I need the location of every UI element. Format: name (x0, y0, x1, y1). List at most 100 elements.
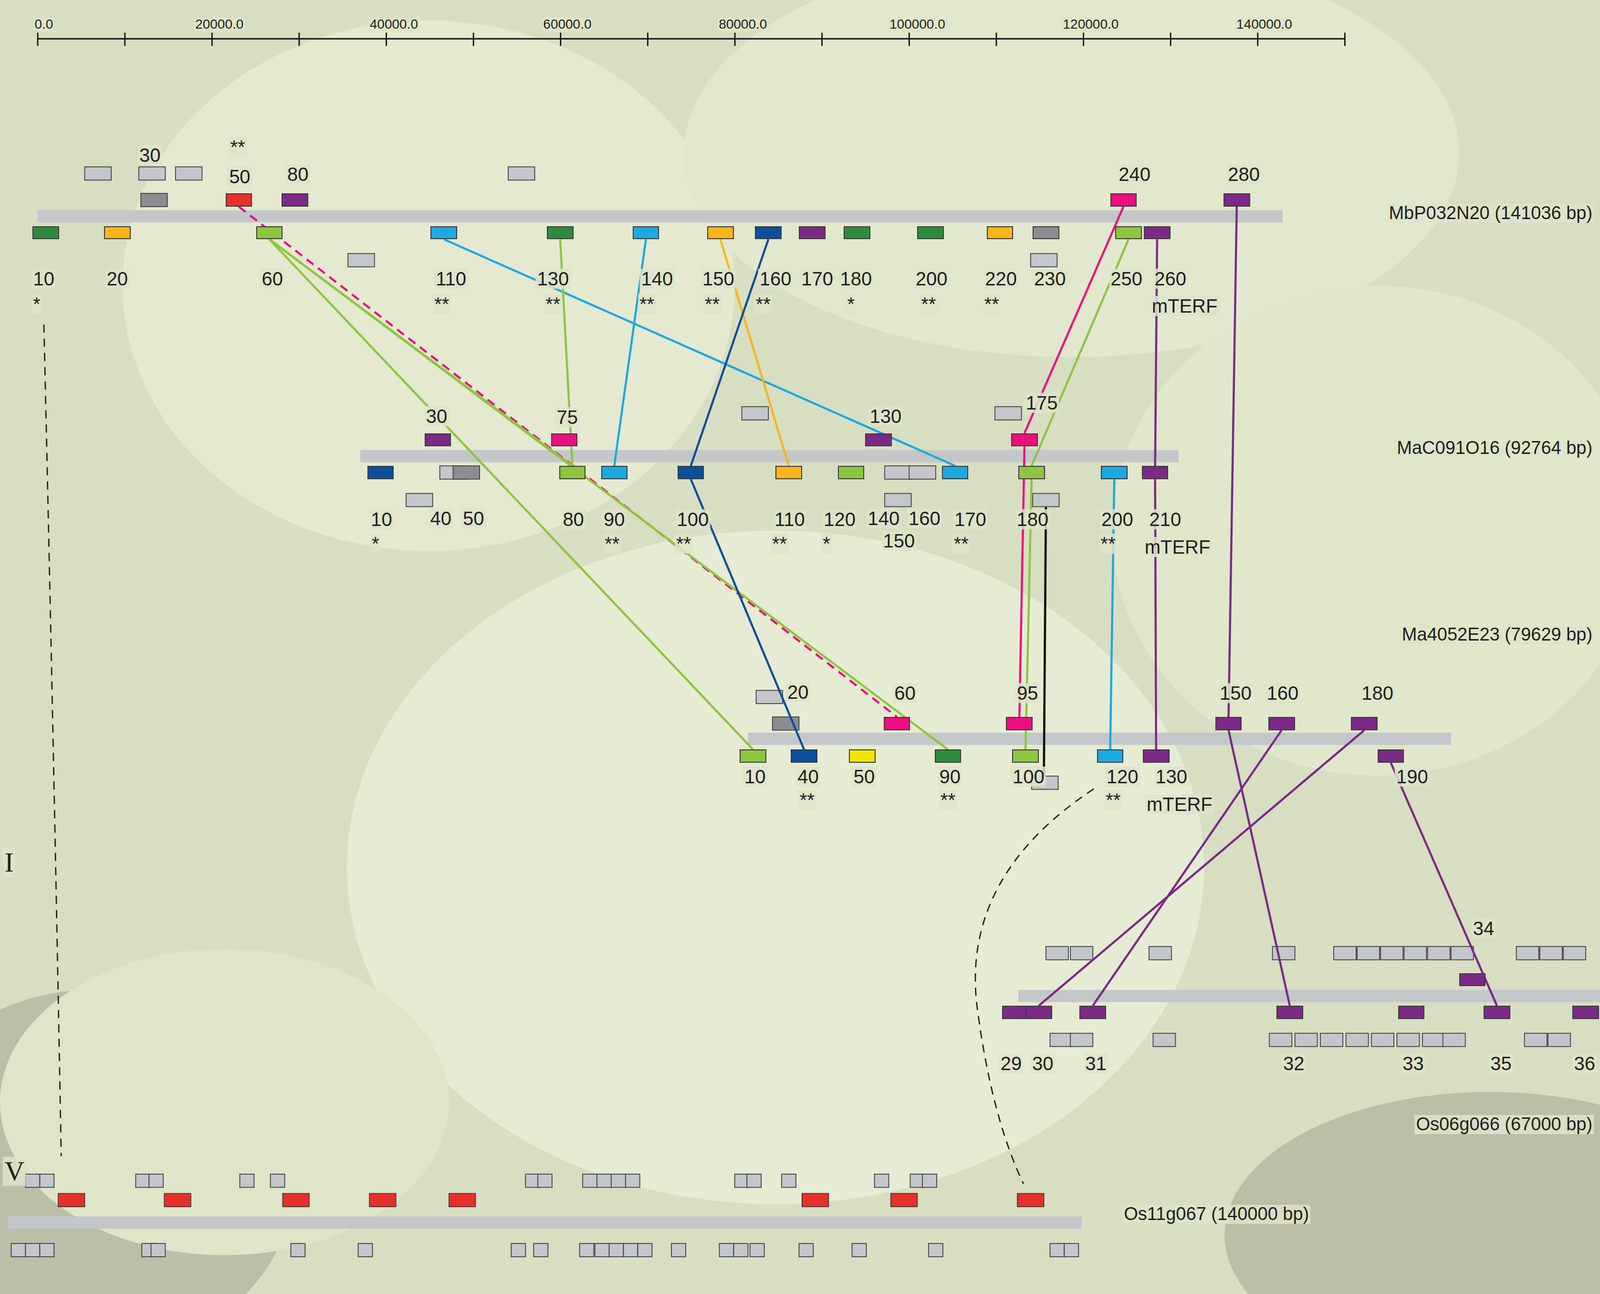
gene-number: 200 (914, 268, 950, 289)
gene-box (369, 1192, 397, 1207)
gene-box: 10* (32, 226, 60, 240)
gene-note: ** (703, 293, 722, 314)
gene-note: ** (770, 533, 789, 554)
gene-number: 10 (31, 268, 57, 289)
gene-number: 140 (639, 268, 675, 289)
gene-box (11, 1243, 26, 1257)
gene-box: 200** (917, 226, 944, 240)
gene-number: 30 (424, 406, 450, 427)
gene-box: 100** (677, 465, 705, 480)
track-name: Os11g067 (140000 bp) (1122, 1204, 1311, 1224)
gene-box: 160** (754, 226, 782, 240)
gene-box: 60 (256, 226, 283, 240)
track-name: MaC091O16 (92764 bp) (1395, 438, 1594, 458)
gene-number: 33 (1401, 1053, 1426, 1074)
gene-box (1045, 946, 1069, 960)
gene-note: * (370, 533, 381, 554)
fruit-shape (0, 948, 450, 1255)
gene-box: 75 (551, 433, 578, 447)
gene-box (994, 406, 1022, 420)
gene-box (1371, 1033, 1394, 1047)
gene-number: 160 (758, 268, 794, 289)
gene-note: ** (1099, 533, 1118, 554)
gene-box: 80 (281, 193, 309, 207)
gene-box (1049, 1033, 1073, 1047)
gene-box (1396, 1033, 1420, 1047)
gene-box: 33 (1398, 1005, 1425, 1019)
gene-box (884, 493, 912, 507)
synteny-line (1390, 762, 1497, 1006)
gene-box: 170** (941, 465, 969, 480)
gene-box (58, 1192, 85, 1207)
gene-box (39, 1243, 54, 1257)
gene-box (1333, 946, 1357, 960)
scale-axis (37, 38, 1345, 40)
gene-box: 110** (775, 465, 803, 480)
gene-number: 110 (773, 509, 807, 530)
gene-box (742, 406, 769, 420)
gene-box (406, 493, 433, 507)
gene-note: ** (939, 789, 957, 810)
gene-box: 130** (546, 226, 574, 240)
tick (995, 32, 998, 46)
tick (298, 32, 301, 46)
gene-box: 30 (1025, 1005, 1053, 1019)
gene-number: 180 (1015, 509, 1051, 530)
gene-box: 220** (986, 226, 1014, 240)
gene-box (135, 1173, 150, 1188)
gene-boxes (11, 167, 1587, 1257)
gene-box (270, 1173, 285, 1188)
synteny-line (1092, 730, 1282, 1006)
gene-note: * (31, 293, 42, 314)
gene-number: 120 (822, 509, 858, 530)
gene-number: 90 (937, 766, 963, 787)
gene-number: 130 (1153, 766, 1189, 787)
gene-box: 130mTERF (1142, 749, 1170, 763)
track-name: MbP032N20 (141036 bp) (1387, 203, 1594, 223)
gene-box: 10* (367, 465, 395, 480)
track-bar (8, 1216, 1082, 1229)
gene-number: 130 (868, 406, 904, 427)
tick (1082, 32, 1085, 46)
gene-box: 31 (1079, 1005, 1107, 1019)
gene-box (909, 465, 936, 480)
scale-label: 120000.0 (1061, 17, 1121, 32)
gene-box (25, 1243, 40, 1257)
gene-note: ** (754, 293, 773, 314)
gene-number: 75 (555, 407, 580, 428)
gene-box (596, 1173, 612, 1188)
gene-note: ** (919, 293, 938, 314)
gene-number: 280 (1226, 164, 1262, 185)
gene-box (452, 465, 480, 480)
track-bar (360, 449, 1179, 463)
scale-label: 140000.0 (1234, 17, 1294, 32)
gene-box (637, 1243, 652, 1257)
gene-box (1070, 1033, 1093, 1047)
gene-box (347, 253, 375, 267)
gene-box (1380, 946, 1403, 960)
dashed-guide (975, 788, 1094, 1184)
dashed-guide (43, 324, 62, 1156)
tick (37, 32, 39, 46)
gene-number: 60 (260, 268, 285, 289)
gene-number: 35 (1488, 1053, 1514, 1074)
callout-number: 20 (785, 681, 811, 702)
gene-number: 80 (285, 164, 311, 185)
scale-ticks (37, 32, 1345, 46)
gene-box (928, 1243, 943, 1257)
gene-box: 240 (1110, 193, 1138, 207)
gene-box (781, 1173, 796, 1188)
gene-box: 200** (1100, 465, 1128, 480)
gene-box: 80 (559, 465, 586, 480)
gene-box (1064, 1243, 1079, 1257)
gene-box: 160 (1268, 716, 1296, 731)
tick (1256, 32, 1259, 46)
gene-box: 110** (430, 226, 458, 240)
synteny-line (1019, 446, 1025, 717)
gene-box (1451, 946, 1474, 960)
tick (821, 32, 823, 46)
tick (385, 32, 387, 46)
gene-box (537, 1173, 553, 1188)
gene-box (623, 1243, 638, 1257)
gene-box (579, 1243, 595, 1257)
